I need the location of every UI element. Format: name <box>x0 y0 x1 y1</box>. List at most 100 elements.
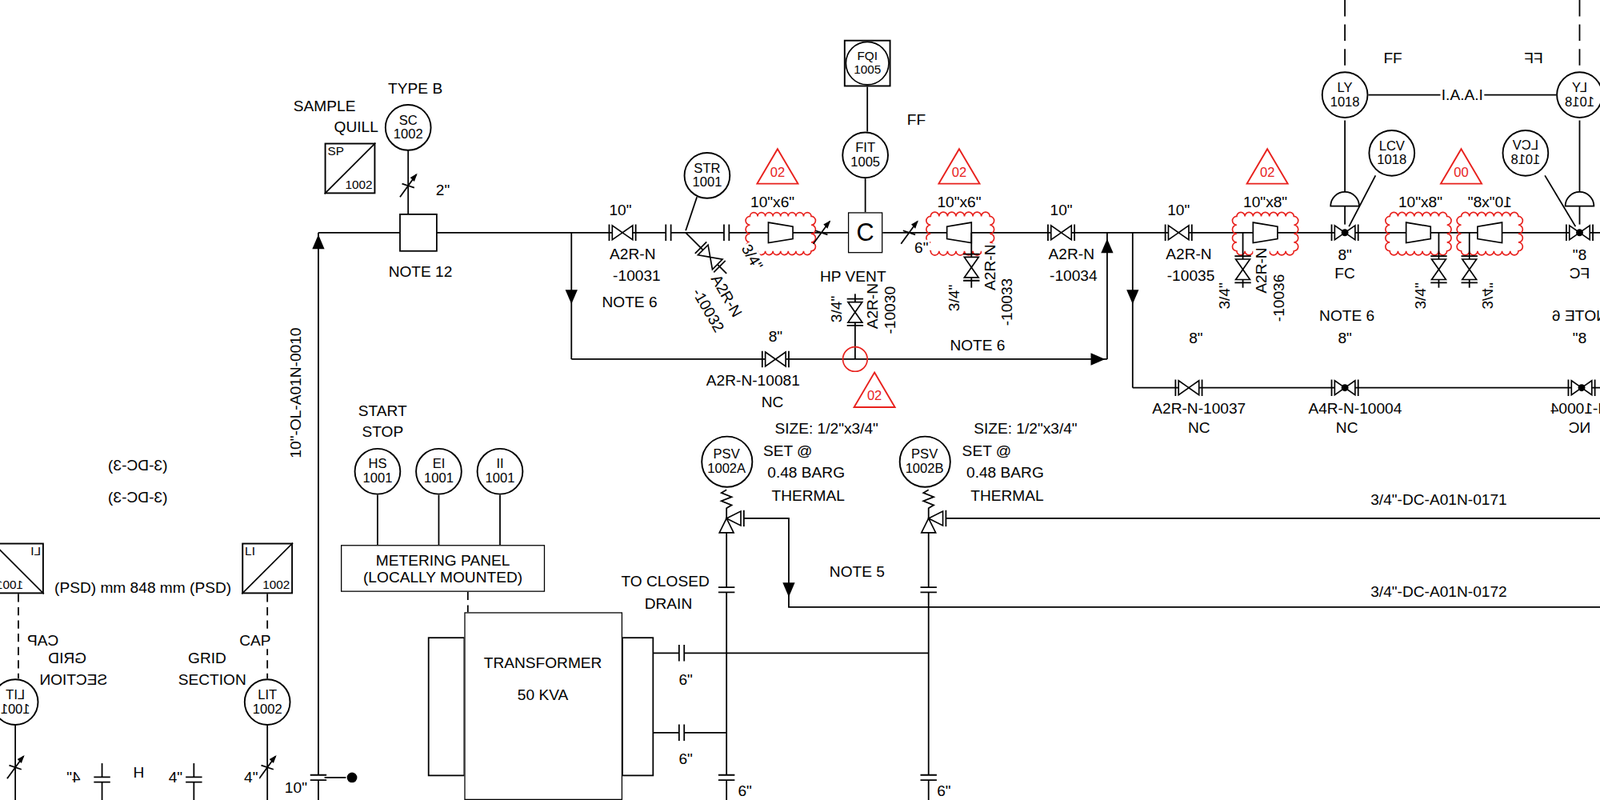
flange-gap <box>99 776 106 782</box>
annotation-label: H <box>132 764 145 780</box>
annotation-label: FF <box>1523 50 1544 67</box>
flange-bars <box>920 775 937 780</box>
annotation-label: A2R-N <box>981 243 998 292</box>
flange-bars <box>679 724 684 741</box>
flange-symbol <box>718 775 735 780</box>
text-group: HS1001 <box>362 456 392 486</box>
annotation-label: 6" <box>677 671 694 688</box>
revision-triangle: 02 <box>1245 148 1289 185</box>
reducer-body <box>768 222 793 244</box>
valve-flange <box>1234 256 1251 283</box>
revision-cloud <box>843 347 868 372</box>
annotation-label: CAP <box>26 632 60 649</box>
instrument-bubble: EI1001 <box>415 448 463 496</box>
instrument-bubble: LY1018 <box>1321 71 1369 119</box>
revision-cloud <box>1456 212 1523 256</box>
valve-flange <box>762 351 789 368</box>
flange-bars <box>724 224 729 241</box>
sample-quill-box <box>400 214 437 252</box>
text-group: SC1002 <box>393 113 424 143</box>
bubble-circle <box>1556 72 1600 118</box>
annotation-label: 4" <box>243 769 260 786</box>
pipe-line <box>744 518 1600 608</box>
triangle-outline <box>1247 148 1288 184</box>
instrument-bubble: STR1001 <box>684 152 732 200</box>
annotation-label: 8" <box>1571 329 1588 346</box>
node-text: 02 <box>952 164 967 180</box>
valve-flange <box>963 254 980 281</box>
signal-connector <box>866 86 868 132</box>
pipe-line <box>14 725 16 800</box>
node-text: C <box>856 219 875 246</box>
annotation-label: A2R-N <box>1164 245 1213 262</box>
diaphragm-actuator <box>1330 192 1360 207</box>
node-text: 1002B <box>905 461 944 476</box>
annotation-label: 6" <box>913 240 930 256</box>
psv-body <box>719 511 741 533</box>
annotation-label: THERMAL <box>969 488 1045 504</box>
node-text: FIT <box>855 140 876 156</box>
instrument-bubble: LIT1001 <box>0 678 39 726</box>
valve-stem <box>1344 206 1346 225</box>
pipe-line <box>685 232 727 274</box>
revision-triangle: 02 <box>852 371 896 408</box>
triangle-outline <box>938 148 980 184</box>
annotation-label: 6" <box>677 751 694 768</box>
node-text: 02 <box>867 388 882 404</box>
text-group: PSV1002B <box>905 447 944 476</box>
bubble-circle <box>842 132 888 178</box>
valve-body <box>1334 380 1356 396</box>
bubble-circle <box>845 41 889 85</box>
reducer-body <box>1406 222 1432 244</box>
psv-spring <box>721 489 732 519</box>
reducer-symbol <box>1252 222 1278 244</box>
valve-body <box>1334 225 1356 240</box>
instrument-bubble: FIT1005 <box>841 132 889 180</box>
annotation-label: A2R-N <box>1047 245 1096 262</box>
node-text: SC <box>399 113 418 128</box>
annotation-label: -10036 <box>1270 272 1287 323</box>
annotation-label: SIZE: 1/2"x3/4" <box>773 420 880 437</box>
node-text: 1002 <box>345 178 373 192</box>
annotation-label: 10" <box>284 779 309 796</box>
annotation-label: 10" <box>1048 202 1074 219</box>
text-group: LIT1001 <box>0 688 31 717</box>
annotation-label: FC <box>1333 265 1356 282</box>
needle-head <box>911 220 919 229</box>
transformer-side-box <box>428 637 465 776</box>
annotation-label: A2R-N-10037 <box>1151 400 1248 416</box>
annotation-label: N-10004 <box>1549 400 1600 416</box>
valve-flange <box>608 224 636 241</box>
instrument-diagonal <box>0 543 44 595</box>
annotation-label: FC <box>1568 265 1591 282</box>
annotation-label: A2R-N <box>864 282 880 331</box>
node-text: PSV <box>911 447 938 462</box>
text-group: 02 <box>867 388 882 404</box>
annotation-label: 10" <box>608 202 633 219</box>
annotation-label: DRAIN <box>643 596 693 612</box>
node-text: HS <box>368 456 387 472</box>
annotation-label: CAP <box>238 632 272 649</box>
text-group: STR1001 <box>692 161 722 191</box>
node-text: LI <box>244 544 256 559</box>
pipe-line <box>725 532 728 800</box>
gate-valve-symbol <box>1234 256 1251 283</box>
gate-valve-symbol <box>1175 379 1202 396</box>
flow-arrowhead <box>565 289 578 304</box>
leader-line <box>1348 175 1376 227</box>
transformer-side-box <box>622 637 653 776</box>
needle-tick <box>261 765 274 770</box>
pipe-line <box>928 532 930 800</box>
flange-symbol <box>724 224 729 241</box>
bubble-circle <box>701 436 752 487</box>
gate-valve-symbol <box>1165 224 1192 241</box>
node-text: 00 <box>1453 164 1468 180</box>
psv-body <box>921 511 944 533</box>
annotation-label: NC <box>760 393 784 410</box>
text-group: LIT1002 <box>252 688 283 717</box>
annotation-label: A2R-N <box>1252 246 1269 295</box>
node-text: 50 KVA <box>517 685 568 704</box>
node-text: 1018 <box>1376 152 1407 168</box>
flange-symbol <box>920 587 937 592</box>
